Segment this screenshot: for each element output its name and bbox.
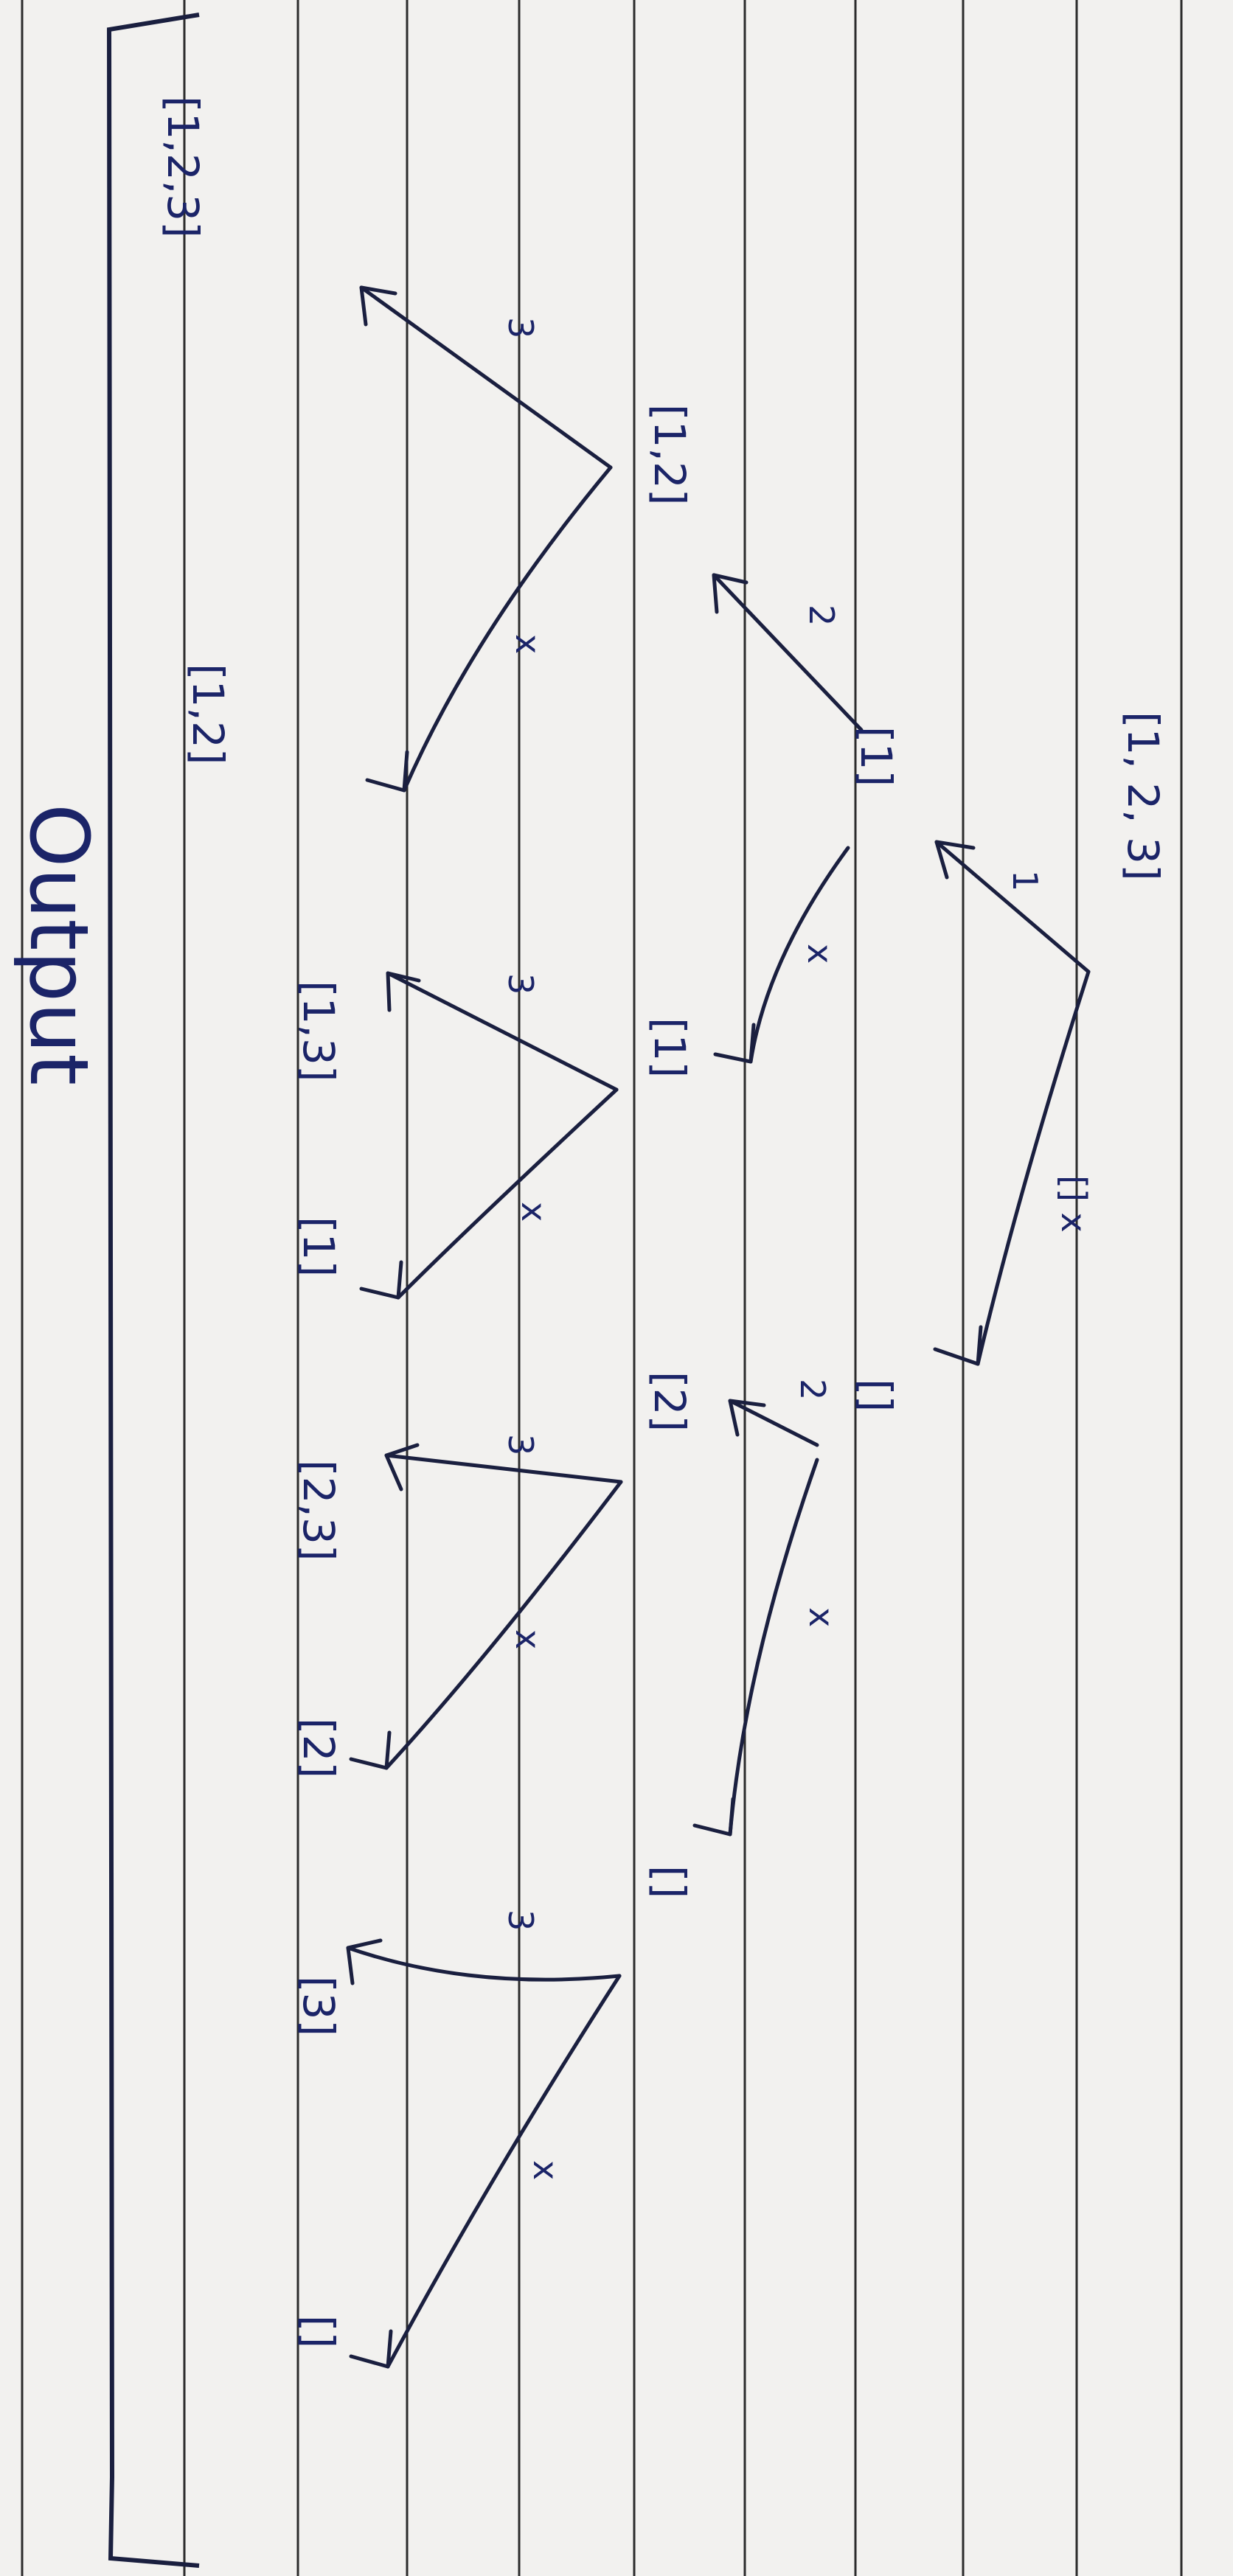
edge-label-n2-leaf2: x (508, 1629, 548, 1649)
edge-n1-to-n12 (712, 573, 864, 732)
leaf-2: [2] (294, 1718, 344, 1778)
ruled-lines (21, 0, 1183, 2576)
edge-label-n12-leaf12: x (508, 634, 548, 654)
edge-label-n1b-leaf13: 3 (501, 973, 541, 995)
edge-label-n1b-leaf1: x (514, 1202, 554, 1222)
edge-root-to-empty (976, 970, 1091, 1366)
node-n12: [1,2] (645, 404, 695, 506)
edge-root-to-n1 (934, 840, 1091, 974)
output-label: Output (12, 804, 106, 1085)
edge-n1b-to-leaf1 (396, 1087, 619, 1300)
edge-emptyb-to-leafempty (386, 1974, 622, 2369)
leaf-1-2: [1,2] (183, 664, 233, 765)
edge-labels: 1 [] x 2 x 3 x 3 x 2 x 3 x 3 x (501, 317, 1094, 2180)
node-empty: [] (851, 1379, 901, 1412)
edge-label-root-empty: [] x (1054, 1175, 1094, 1233)
node-n2: [2] (645, 1371, 695, 1432)
edge-empty-to-n2 (728, 1399, 819, 1447)
leaf-2-3: [2,3] (294, 1460, 344, 1562)
leaf-empty: [] (294, 2315, 344, 2348)
leaf-1-3: [1,3] (294, 981, 344, 1082)
node-n1b: [1] (645, 1017, 695, 1078)
edge-n2-to-leaf23 (384, 1453, 623, 1484)
node-root: [1, 2, 3] (1118, 711, 1168, 881)
edge-n1b-to-leaf13 (386, 971, 619, 1092)
edge-label-empty-emptyb: x (802, 1607, 841, 1627)
edge-label-n1-n12: 2 (802, 605, 841, 626)
leaf-3: [3] (294, 1976, 344, 2036)
edge-label-empty-n2: 2 (793, 1379, 833, 1400)
edge-label-root-n1: 1 (1005, 870, 1045, 891)
tree-nodes: [1, 2, 3] [1] [] [1,2] [1] [2] [] (645, 404, 1168, 1898)
edge-n1-to-n1b (749, 846, 850, 1064)
edge-n12-to-leaf123 (359, 285, 613, 470)
edge-label-emptyb-leafempty: x (526, 2160, 566, 2180)
edge-emptyb-to-leaf3 (346, 1946, 622, 1982)
node-empty-b: [] (645, 1865, 695, 1898)
edge-n12-to-leaf12 (402, 465, 613, 793)
edge-label-n12-leaf123: 3 (501, 317, 541, 338)
leaf-1: [1] (294, 1216, 344, 1277)
leaf-1-2-3: [1,2,3] (158, 96, 208, 238)
edge-label-emptyb-leaf3: 3 (501, 1910, 541, 1931)
edge-n2-to-leaf2 (384, 1480, 623, 1770)
edge-label-n1-n1b: x (800, 944, 840, 964)
edge-empty-to-emptyb (728, 1458, 819, 1837)
output-bracket (106, 13, 200, 2568)
edge-label-n2-leaf23: 3 (501, 1434, 541, 1455)
node-n1: [1] (851, 726, 901, 787)
tree-edges (346, 285, 1091, 2369)
output-leaves: [1,2,3] [1,2] [1,3] [1] [2,3] [2] [3] [] (158, 96, 344, 2348)
